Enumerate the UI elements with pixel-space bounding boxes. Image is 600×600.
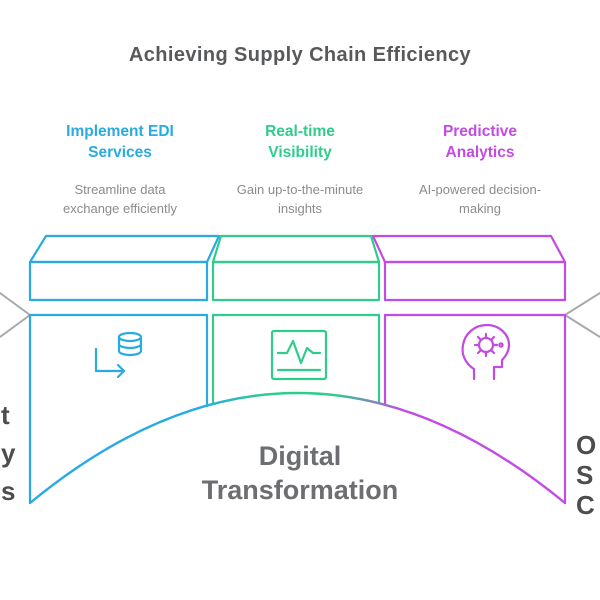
column-realtime-visibility: Real-time Visibility Gain up-to-the-minu…: [210, 122, 390, 219]
circuit-dot: [498, 342, 504, 348]
pulse-line: [276, 339, 322, 365]
head-outline: [461, 323, 511, 381]
digital-transformation-text: Digital Transformation: [201, 441, 399, 505]
deck-line: [564, 292, 600, 338]
pier-green: [211, 313, 381, 406]
slab-green: [211, 234, 381, 302]
slab-front: [211, 260, 381, 302]
gear-teeth: [473, 332, 499, 358]
column-description: Streamline data exchange efficiently: [63, 181, 177, 217]
column-heading: Predictive Analytics: [442, 123, 518, 161]
slab-front: [383, 260, 567, 302]
flow-line: [94, 347, 126, 373]
bridge-diagram: [0, 234, 600, 505]
deck-line: [0, 292, 31, 338]
ai-head-icon: [461, 323, 511, 381]
monitor-chart-icon: [270, 329, 328, 381]
column-heading: Implement EDI Services: [66, 123, 174, 161]
pier-side-edges: [211, 313, 381, 406]
digital-transformation-label: Digital Transformation: [0, 440, 600, 508]
slab-top: [28, 234, 221, 264]
pier-outline: [383, 313, 567, 505]
database-top: [117, 331, 143, 343]
deck-edge-lines-right: [564, 292, 600, 338]
arch-curve: [28, 391, 567, 505]
cropped-letter: t: [1, 400, 10, 430]
monitor-frame: [270, 329, 328, 381]
database-band: [117, 342, 143, 350]
cropped-letter: S: [576, 460, 594, 490]
pier-outline: [28, 313, 209, 505]
left-cropped-text: t y s: [1, 396, 15, 510]
slab-top: [211, 234, 381, 264]
feature-columns: Implement EDI Services Streamline data e…: [30, 122, 570, 219]
slab-front: [28, 260, 209, 302]
page-title: Achieving Supply Chain Efficiency: [128, 44, 472, 66]
column-predictive-analytics: Predictive Analytics AI-powered decision…: [390, 122, 570, 219]
column-implement-edi: Implement EDI Services Streamline data e…: [30, 122, 210, 219]
arrow-head: [116, 363, 126, 379]
right-cropped-text: O S C: [576, 430, 596, 520]
column-description: Gain up-to-the-minute insights: [236, 181, 364, 217]
cropped-letter: C: [576, 490, 595, 520]
column-heading: Real-time Visibility: [265, 123, 335, 161]
cropped-letter: O: [576, 430, 597, 460]
cropped-letter: s: [1, 476, 16, 506]
cropped-letter: y: [1, 438, 16, 468]
pier-blue: [28, 313, 209, 505]
database-body: [117, 335, 143, 357]
pier-purple: [383, 313, 567, 505]
slab-top: [371, 234, 567, 264]
slab-blue: [28, 234, 221, 302]
column-description: AI-powered decision-making: [418, 181, 542, 217]
deck-edge-lines-left: [0, 292, 31, 338]
slab-purple: [371, 234, 567, 302]
data-exchange-icon: [94, 331, 143, 379]
